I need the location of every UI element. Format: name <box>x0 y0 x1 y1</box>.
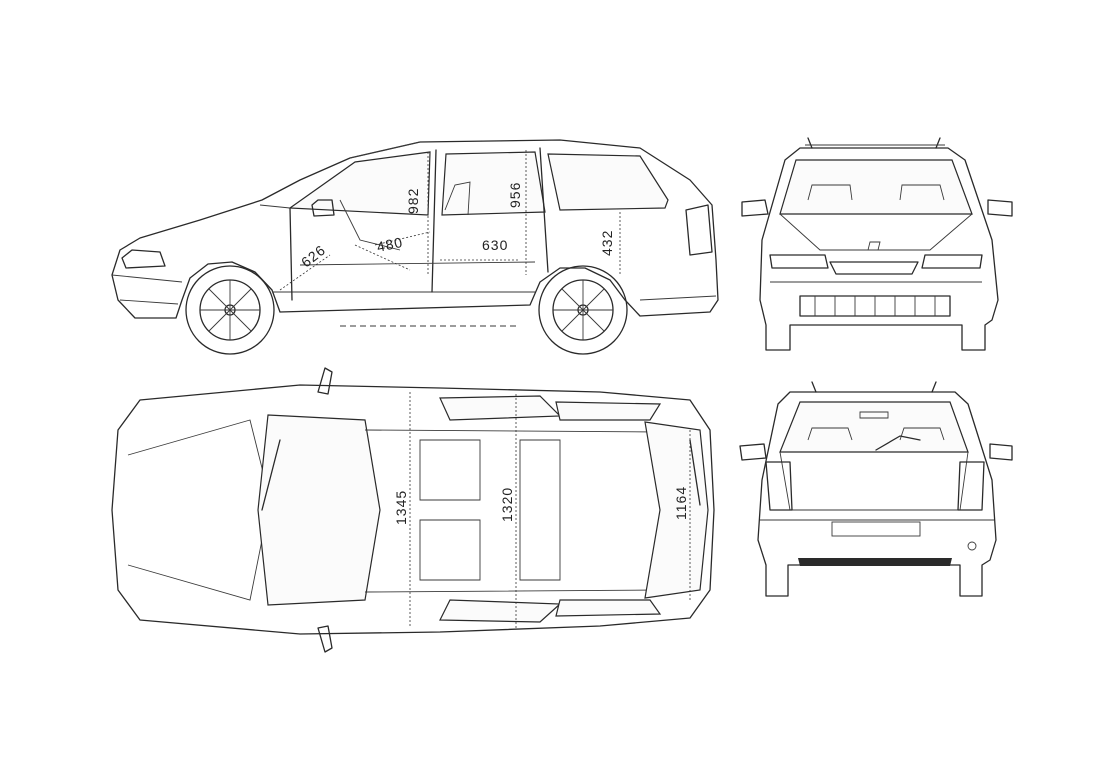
rear-right-mirror <box>989 443 1013 461</box>
top-windscreen <box>257 414 381 606</box>
side-taillight <box>685 204 713 256</box>
top-left-mirror <box>317 367 333 395</box>
rear-window <box>779 401 969 453</box>
side-headlight <box>121 249 166 269</box>
dim-label-boot-width: 1164 <box>673 486 689 520</box>
front-side-window <box>288 151 431 216</box>
rear-wheel <box>538 265 628 355</box>
front-left-mirror <box>741 199 769 217</box>
front-grille <box>829 261 919 275</box>
dim-label-front-headroom: 982 <box>405 188 421 214</box>
rear-left-mirror <box>739 443 767 461</box>
front-view <box>741 137 1013 351</box>
side-view <box>111 139 719 355</box>
dim-label-front-seat-height: 626 <box>298 242 329 271</box>
dim-label-load-height: 432 <box>599 230 615 256</box>
front-right-mirror <box>987 199 1013 217</box>
top-right-mirror <box>317 625 333 653</box>
dim-label-rear-shoulder-width: 1320 <box>499 487 515 522</box>
front-right-headlight <box>921 254 983 269</box>
rear-side-window <box>441 151 546 216</box>
dim-label-rear-headroom: 956 <box>507 182 523 208</box>
top-view <box>111 367 715 653</box>
front-left-headlight <box>769 254 829 269</box>
side-mirror <box>311 199 335 217</box>
rear-right-taillight <box>957 461 985 511</box>
quarter-window <box>547 153 669 211</box>
dim-label-front-legroom: 480 <box>375 234 404 255</box>
front-windscreen <box>779 159 973 215</box>
rear-left-taillight <box>765 461 793 511</box>
front-wheel <box>185 265 275 355</box>
rear-view <box>739 381 1013 597</box>
dim-label-front-shoulder-width: 1345 <box>393 490 409 525</box>
dim-label-rear-legroom: 630 <box>482 237 508 253</box>
top-rear-window <box>644 421 709 599</box>
